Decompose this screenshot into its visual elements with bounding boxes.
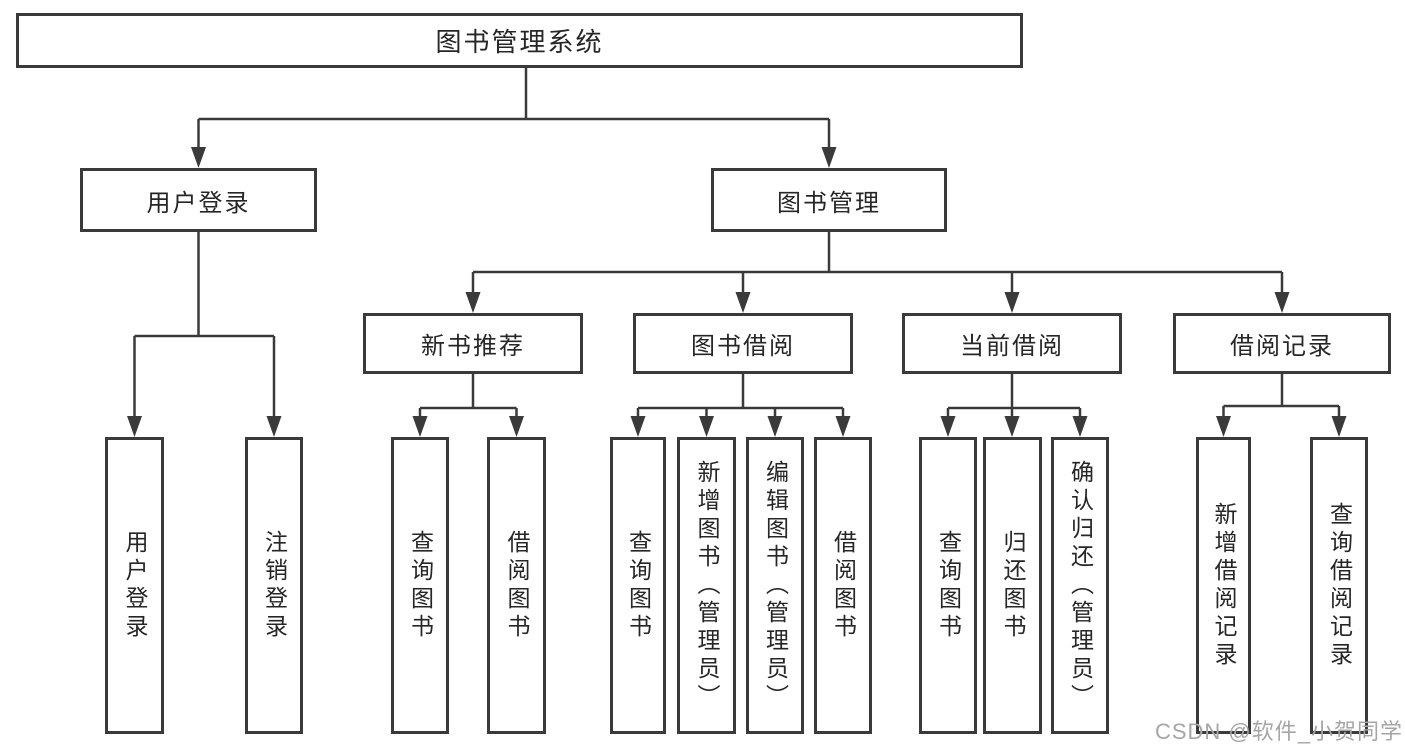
leaf-label: 借阅图书 [830,529,857,642]
leaf-label: 查询借阅记录 [1326,501,1353,670]
leaf-label: 借阅图书 [504,529,530,642]
leaf-borrow-books: 借阅图书 [814,437,872,734]
leaf-query-books: 查询图书 [919,437,977,734]
leaf-label: 查询图书 [935,529,962,642]
leaf-add-borrow-record: 新增借阅记录 [1196,437,1251,734]
leaf-borrow-books: 借阅图书 [487,437,546,734]
leaf-label: 归还图书 [1000,529,1026,642]
leaf-edit-books-admin: 编辑图书（管理员） [746,437,804,734]
leaf-label: 注销登录 [261,529,288,642]
leaf-query-books: 查询图书 [391,437,449,734]
leaf-return-books: 归还图书 [983,437,1042,734]
leaf-label: 查询图书 [625,529,652,642]
leaf-user-login: 用户登录 [105,437,164,734]
node-user-login: 用户登录 [80,168,317,232]
node-book-borrowing: 图书借阅 [633,313,853,374]
node-current-borrowing: 当前借阅 [902,313,1122,374]
leaf-label: 新增借阅记录 [1211,501,1237,670]
leaf-add-books-admin: 新增图书（管理员） [677,437,736,734]
watermark: CSDN @软件_小贺同学 [1154,719,1403,744]
node-library-management-system: 图书管理系统 [16,13,1023,68]
node-borrowing-records: 借阅记录 [1173,313,1391,374]
leaf-label: 用户登录 [122,529,148,642]
leaf-query-borrow-record: 查询借阅记录 [1310,437,1368,734]
leaf-query-books: 查询图书 [610,437,666,734]
node-book-management: 图书管理 [711,168,947,232]
leaf-label: 编辑图书（管理员） [762,459,789,712]
leaf-label: 新增图书（管理员） [694,459,720,712]
leaf-logout: 注销登录 [245,437,303,734]
leaf-label: 确认归还（管理员） [1067,459,1094,712]
leaf-label: 查询图书 [407,529,434,642]
leaf-confirm-return-admin: 确认归还（管理员） [1051,437,1109,734]
node-new-book-recommend: 新书推荐 [363,313,583,374]
